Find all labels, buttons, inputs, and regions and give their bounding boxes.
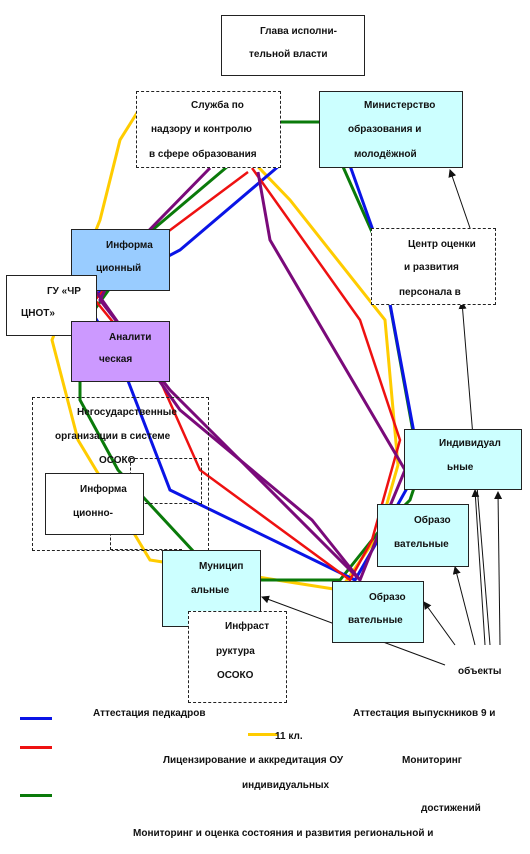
legend-licensing: Лицензирование и аккредитация ОУ	[163, 755, 344, 766]
legend-achievements: достижений	[421, 803, 481, 814]
node-service-line2: надзору и контролю	[151, 124, 252, 135]
node-analytic-line2: ческая	[99, 354, 133, 365]
objects-label: объекты	[458, 666, 502, 677]
legend-swatch-blue	[20, 717, 52, 720]
node-nongov-line2: организации в системе	[55, 431, 171, 442]
node-gu-line2: ЦНОТ»	[21, 308, 55, 319]
node-infra-line3: ОСОКО	[217, 670, 254, 681]
node-service-line3: в сфере образования	[149, 149, 257, 160]
node-individual-line1: Индивидуал	[439, 438, 501, 449]
legend-grade11: 11 кл.	[275, 731, 303, 742]
node-edu2-line1: Образо	[369, 592, 406, 603]
node-center-line1: Центр оценки	[408, 239, 476, 250]
node-info-line1: Информа	[106, 240, 153, 251]
legend-regional-monitoring: Мониторинг и оценка состояния и развития…	[133, 828, 434, 839]
node-edu2: Образо вательные	[332, 581, 424, 643]
node-info2-line1: Информа	[80, 484, 127, 495]
node-analytic: Аналити ческая	[71, 321, 170, 382]
node-ministry-line3: молодёжной	[354, 149, 417, 160]
legend-swatch-green	[20, 794, 52, 797]
node-head-line1: Глава исполни-	[260, 26, 337, 37]
legend-teachers: Аттестация педкадров	[93, 708, 206, 719]
node-head: Глава исполни- тельной власти	[221, 15, 365, 76]
node-nongov-line1: Негосударственные	[77, 407, 177, 418]
node-ministry-line2: образования и	[348, 124, 422, 135]
legend-monitoring: Мониторинг	[402, 755, 462, 766]
node-ministry: Министерство образования и молодёжной	[319, 91, 463, 168]
node-edu1-line1: Образо	[414, 515, 451, 526]
legend-graduates: Аттестация выпускников 9 и	[353, 708, 496, 719]
node-individual-line2: ьные	[447, 462, 474, 473]
node-infra-line2: руктура	[216, 646, 255, 657]
node-edu1: Образо вательные	[377, 504, 469, 567]
node-ministry-line1: Министерство	[364, 100, 436, 111]
node-service: Служба по надзору и контролю в сфере обр…	[136, 91, 281, 168]
legend-individual-achievements: индивидуальных	[242, 780, 330, 791]
node-infra: Инфраст руктура ОСОКО	[188, 611, 287, 703]
node-center-line2: и развития	[404, 262, 459, 273]
legend-swatch-red	[20, 746, 52, 749]
node-center-line3: персонала в	[399, 287, 461, 298]
node-center: Центр оценки и развития персонала в	[371, 228, 496, 305]
node-edu2-line2: вательные	[348, 615, 403, 626]
node-municipal-line2: альные	[191, 585, 230, 596]
node-info2-line2: ционно-	[73, 508, 113, 519]
node-nongov-line3: ОСОКО	[99, 455, 136, 466]
node-info2: Информа ционно-	[45, 473, 144, 535]
node-infra-line1: Инфраст	[225, 621, 270, 632]
node-service-line1: Служба по	[191, 100, 244, 111]
node-gu-line1: ГУ «ЧР	[47, 286, 81, 297]
node-nongov: Негосударственные организации в системе …	[32, 397, 209, 551]
node-edu1-line2: вательные	[394, 539, 449, 550]
node-info-line2: ционный	[96, 263, 142, 274]
node-head-line2: тельной власти	[249, 49, 328, 60]
node-municipal-line1: Муницип	[199, 561, 244, 572]
legend-swatch-yellow	[248, 733, 278, 736]
node-individual: Индивидуал ьные	[404, 429, 522, 490]
node-analytic-line1: Аналити	[109, 332, 152, 343]
